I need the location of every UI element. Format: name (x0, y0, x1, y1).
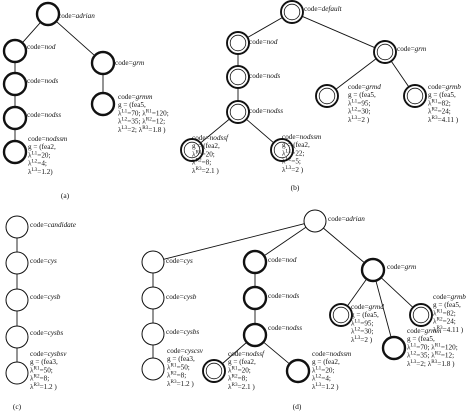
tree-node-d9 (285, 358, 311, 384)
edge-d7-d9 (263, 341, 290, 365)
tree-node-inner-ring-b6 (376, 43, 394, 61)
tree-node-a2 (2, 71, 28, 97)
node-label-a0: code=adrian (58, 12, 95, 20)
node-label-d10: code=grm (387, 263, 416, 271)
tree-node-d4 (141, 357, 165, 381)
tree-node-d7 (242, 322, 268, 348)
edge-d10-d12 (380, 277, 414, 308)
node-label-a5: code=grm (115, 59, 144, 67)
tree-node-inner-ring-d8 (205, 362, 223, 380)
tree-node-c1 (5, 251, 29, 275)
edge-b3-b5 (246, 118, 274, 144)
node-label-b3: code=nodss (249, 107, 283, 115)
node-label-c0: code=candidate (30, 221, 77, 229)
tree-node-a6 (90, 91, 116, 117)
edge-a0-a1 (21, 21, 42, 44)
tree-node-inner-ring-d12 (412, 306, 430, 324)
node-label-b0: code=default (304, 5, 343, 13)
tree-node-a3 (2, 105, 28, 131)
edge-b6-b7 (335, 58, 377, 90)
node-label-d6: code=nods (268, 292, 299, 300)
node-label-d2: code=cysb (166, 293, 197, 301)
tree-node-inner-ring-b8 (406, 87, 424, 105)
edge-d10-d11 (347, 278, 367, 307)
tree-node-inner-ring-b5 (273, 141, 291, 159)
node-label-d3: code=cysbs (166, 328, 199, 336)
captions-layer: (a) (b) (c) (d) (13, 183, 302, 411)
tree-node-c3 (5, 325, 29, 349)
tree-node-d13 (381, 335, 407, 361)
tree-node-d0 (303, 209, 327, 233)
panel-caption-a: (a) (61, 191, 70, 200)
tree-node-d1 (141, 250, 165, 274)
node-label-d5: code=nod (268, 256, 297, 264)
edge-a0-a5 (55, 20, 96, 57)
tree-node-inner-ring-b2 (229, 68, 247, 86)
tree-node-c2 (5, 288, 29, 312)
tree-node-d5 (242, 249, 268, 275)
node-label-d7: code=nodss (268, 324, 302, 332)
tree-node-inner-ring-b3 (229, 103, 247, 121)
edge-b3-b4 (200, 118, 230, 144)
tree-node-a1 (2, 38, 28, 64)
node-label-c1: code=cys (30, 257, 57, 265)
edge-d0-d10 (323, 227, 365, 264)
tree-node-d3 (141, 322, 165, 346)
tree-node-c4 (5, 361, 29, 385)
tree-node-inner-ring-d11 (332, 306, 350, 324)
tree-node-a0 (35, 1, 61, 27)
edge-b6-b8 (390, 60, 410, 88)
node-label-b6: code=grm (397, 45, 426, 53)
tree-node-inner-ring-b4 (183, 141, 201, 159)
edge-b0-b1 (247, 17, 283, 38)
node-label-a1: code=nod (27, 43, 56, 51)
tree-node-d2 (141, 286, 165, 310)
node-label-a3: code=nodss (27, 111, 61, 119)
edge-d7-d8 (221, 341, 248, 365)
edge-d0-d5 (263, 226, 307, 257)
edge-d10-d13 (375, 280, 392, 338)
tree-node-inner-ring-b7 (318, 87, 336, 105)
node-label-c2: code=cysb (30, 293, 61, 301)
labels-layer: code=adrian code=nod code=nods code=nodss co… (27, 5, 466, 391)
node-label-d1: code=cys (166, 257, 193, 265)
panel-caption-b: (b) (291, 183, 300, 192)
tree-node-d10 (360, 257, 386, 283)
tree-node-a5 (90, 50, 116, 76)
edge-b0-b6 (301, 15, 376, 49)
node-label-b1: code=nod (249, 38, 278, 46)
tree-node-d6 (242, 285, 268, 311)
tree-node-inner-ring-b1 (229, 34, 247, 52)
node-label-a2: code=nods (27, 77, 58, 85)
tree-node-inner-ring-b0 (283, 3, 301, 21)
node-label-d0: code=adrian (328, 215, 365, 223)
tree-node-c0 (5, 215, 29, 239)
panel-caption-c: (c) (13, 402, 22, 411)
nodes-layer (2, 0, 433, 385)
node-label-c3: code=cysbs (30, 329, 63, 337)
edges-layer (14, 15, 414, 365)
edge-d0-d1 (163, 223, 305, 260)
node-label-b2: code=nods (249, 72, 280, 80)
panel-caption-d: (d) (293, 402, 302, 411)
tree-node-a4 (2, 139, 28, 165)
